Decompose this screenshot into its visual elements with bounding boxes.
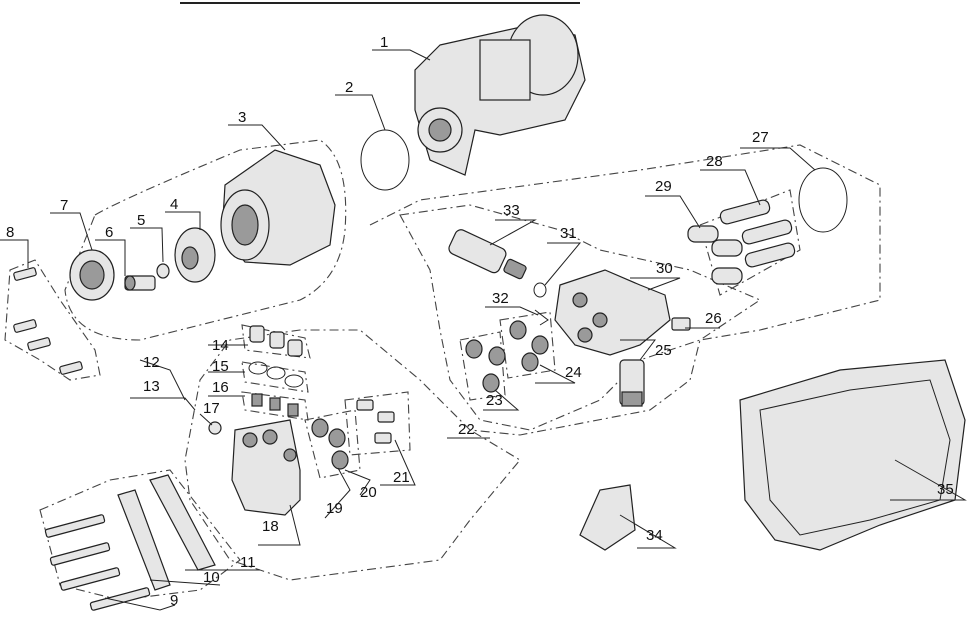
o-ring-27-part — [798, 167, 848, 233]
valves-21-part — [356, 399, 395, 444]
motor-flange-part — [414, 14, 586, 176]
plate-11-part — [149, 474, 216, 571]
callout-34: 34 — [646, 527, 663, 544]
callout-2: 2 — [345, 79, 353, 96]
bracket-34-part — [579, 484, 636, 551]
callout-31: 31 — [560, 225, 577, 242]
callout-22: 22 — [458, 421, 475, 438]
callout-3: 3 — [238, 109, 246, 126]
group-outline-23 — [459, 331, 506, 401]
callout-7: 7 — [60, 197, 68, 214]
callout-6: 6 — [105, 224, 113, 241]
callout-5: 5 — [137, 212, 145, 229]
inlet-33-part — [448, 229, 527, 280]
callout-25: 25 — [655, 342, 672, 359]
group-outline-16 — [241, 391, 309, 421]
callout-33: 33 — [503, 202, 520, 219]
group-outline-left — [64, 139, 347, 341]
o-rings-15-part — [248, 361, 304, 388]
bearing-7-part — [69, 249, 115, 301]
plate-10-part — [117, 489, 171, 591]
callout-13: 13 — [143, 378, 160, 395]
long-bolts-9-part — [44, 514, 151, 611]
callout-32: 32 — [492, 290, 509, 307]
callout-30: 30 — [656, 260, 673, 277]
seals-24-part — [509, 320, 549, 372]
callout-1: 1 — [380, 34, 388, 51]
callout-10: 10 — [203, 569, 220, 586]
callout-labels: 1 2 3 4 5 6 7 8 9 10 11 12 13 14 15 16 1… — [6, 34, 954, 609]
group-outline-21 — [344, 391, 411, 456]
callout-14: 14 — [212, 337, 229, 354]
callout-20: 20 — [360, 484, 377, 501]
callout-26: 26 — [705, 310, 722, 327]
callout-35: 35 — [937, 481, 954, 498]
callout-29: 29 — [655, 178, 672, 195]
group-outline-main — [184, 144, 881, 581]
callout-24: 24 — [565, 364, 582, 381]
callout-19: 19 — [326, 500, 343, 517]
callout-9: 9 — [170, 592, 178, 609]
callout-16: 16 — [212, 379, 229, 396]
group-outline-19 — [304, 409, 361, 479]
screw-6-part — [124, 275, 156, 291]
group-outline-bolts — [4, 259, 101, 381]
callout-27: 27 — [752, 129, 769, 146]
pump-head-30-part — [554, 269, 671, 356]
callout-18: 18 — [262, 518, 279, 535]
group-outline-15 — [241, 361, 309, 393]
callout-8: 8 — [6, 224, 14, 241]
callout-4: 4 — [170, 196, 178, 213]
callout-23: 23 — [486, 392, 503, 409]
leader-lines — [0, 49, 967, 611]
manifold-18-part — [231, 419, 301, 516]
seals-23-part — [465, 339, 506, 393]
callout-15: 15 — [212, 358, 229, 375]
pistons-28-part — [719, 199, 796, 268]
callout-21: 21 — [393, 469, 410, 486]
o-ring-2-part — [360, 129, 410, 191]
group-outline-inner — [399, 204, 762, 431]
callout-12: 12 — [143, 354, 160, 371]
valves-16-part — [251, 393, 299, 417]
clip-32-part — [534, 309, 549, 326]
callout-17: 17 — [203, 400, 220, 417]
unloader-25-part — [619, 359, 645, 407]
pump-housing-part — [220, 149, 336, 266]
callout-11: 11 — [240, 554, 256, 571]
wobble-plate-part — [174, 227, 216, 283]
fitting-26-part — [671, 317, 691, 331]
springs-29-part — [687, 225, 743, 285]
bolts-8-part — [13, 267, 83, 375]
caps-14-part — [249, 325, 303, 357]
washer-5-part — [156, 263, 170, 279]
seals-19-part — [311, 418, 349, 470]
shroud-35-part — [739, 359, 966, 551]
o-ring-31-part — [533, 282, 547, 298]
group-outline-24 — [499, 311, 556, 379]
callout-28: 28 — [706, 153, 723, 170]
